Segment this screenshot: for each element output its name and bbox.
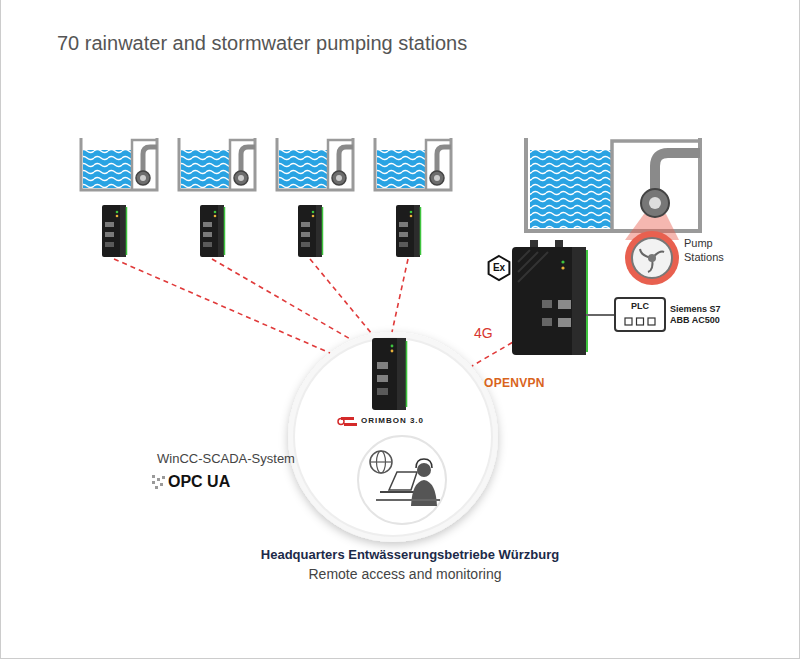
ex-mark: Ex [493,262,505,274]
plc-model: Siemens S7 ABB AC500 [670,304,728,327]
node-label: PLC [620,301,660,312]
site-role: Remote access and monitoring [309,566,502,583]
pump-label: Pump Stations [684,236,736,265]
product-logo: ORIMBON 3.0 [361,416,424,426]
plc-box: PLC [614,297,666,332]
link-type: 4G [474,325,493,342]
protocol-label: OPC UA [168,472,230,491]
scada-label: WinCC-SCADA-System [157,451,295,467]
vpn-label: OPENVPN [484,376,545,390]
page-title: 70 rainwater and stormwater pumping stat… [57,31,467,55]
site-name: Headquarters Entwässerungsbetriebe Würzb… [261,547,559,563]
